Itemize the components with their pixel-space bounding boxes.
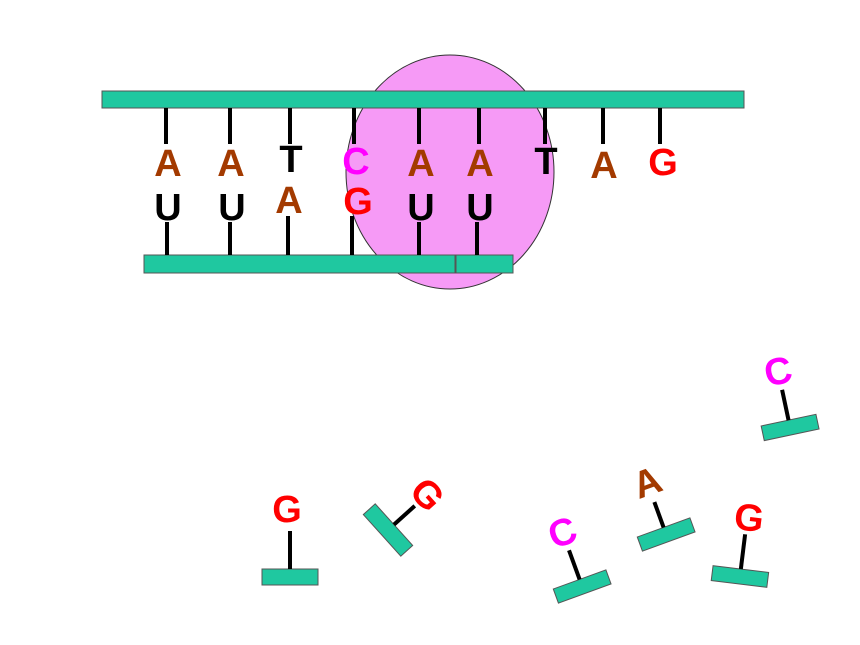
free-base-C: C xyxy=(543,509,583,558)
template-base-A: A xyxy=(407,143,434,185)
template-base-A: A xyxy=(217,143,244,185)
template-strand: A A T C A A T A G xyxy=(154,108,678,187)
template-base-A: A xyxy=(590,145,617,187)
free-base-A: A xyxy=(627,459,667,508)
free-nucleotide: G xyxy=(710,496,770,588)
free-nucleotide: C xyxy=(543,509,612,604)
free-base-C: C xyxy=(761,349,797,396)
template-base-A: A xyxy=(154,143,181,185)
free-nucleotide: A xyxy=(627,459,696,552)
rna-base-U: U xyxy=(154,187,181,229)
rna-base-U: U xyxy=(218,187,245,229)
template-base-T: T xyxy=(534,141,557,183)
rna-polymerase-ellipse xyxy=(345,54,555,290)
rna-base-A: A xyxy=(275,180,302,222)
template-base-A: A xyxy=(466,143,493,185)
rna-base-G: G xyxy=(343,181,373,223)
rna-backbone xyxy=(143,254,456,274)
rna-strand: U U A G U U xyxy=(154,180,494,255)
dna-backbone xyxy=(101,90,745,109)
free-nucleotide: G xyxy=(362,470,452,557)
free-base-G: G xyxy=(272,489,302,531)
template-base-T: T xyxy=(279,139,302,181)
rna-base-U: U xyxy=(407,187,434,229)
template-base-C: C xyxy=(342,141,369,183)
rna-base-U: U xyxy=(466,187,493,229)
rna-backbone-new-segment xyxy=(455,254,514,274)
free-nucleotide: C xyxy=(760,349,820,442)
free-base-G: G xyxy=(732,496,766,541)
template-base-G: G xyxy=(648,142,678,184)
free-nucleotide: G xyxy=(261,489,319,586)
